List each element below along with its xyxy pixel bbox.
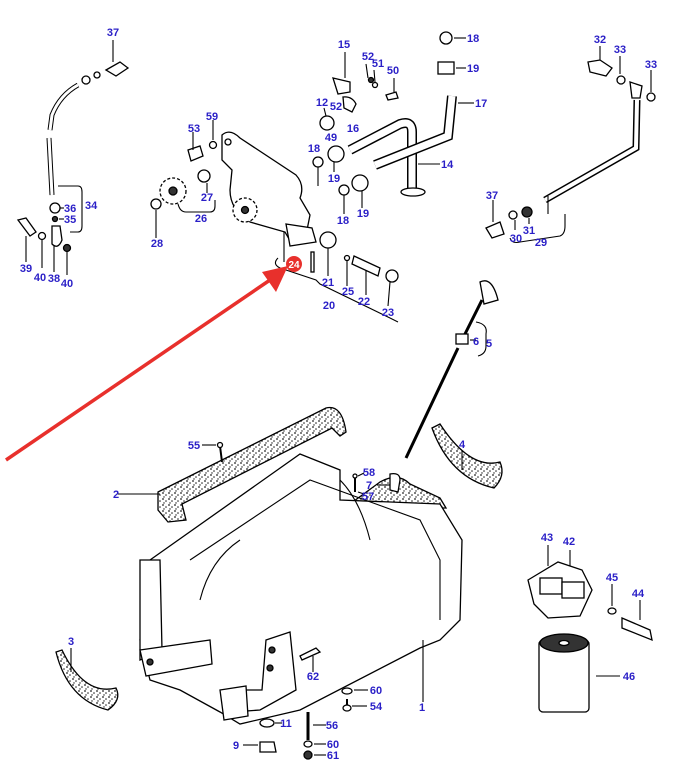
label-33[interactable]: 33	[614, 44, 626, 56]
label-7[interactable]: 7	[366, 480, 372, 492]
label-60[interactable]: 60	[370, 685, 382, 697]
dipstick-assembly	[55, 280, 503, 711]
label-34[interactable]: 34	[85, 200, 98, 212]
label-37[interactable]: 37	[107, 27, 119, 39]
label-40[interactable]: 40	[34, 272, 46, 284]
label-52[interactable]: 52	[330, 101, 342, 113]
label-9[interactable]: 9	[233, 740, 239, 752]
label-24[interactable]: 24	[288, 260, 300, 271]
oil-filter-assembly	[527, 545, 653, 713]
label-25[interactable]: 25	[342, 286, 354, 298]
label-6[interactable]: 6	[473, 336, 479, 348]
label-33[interactable]: 33	[645, 59, 657, 71]
label-30[interactable]: 30	[510, 233, 522, 245]
label-40[interactable]: 40	[61, 278, 73, 290]
label-19[interactable]: 19	[467, 63, 479, 75]
label-11[interactable]: 11	[280, 718, 292, 730]
label-14[interactable]: 14	[441, 159, 454, 171]
label-17[interactable]: 17	[475, 98, 487, 110]
label-21[interactable]: 21	[322, 277, 334, 289]
label-38[interactable]: 38	[48, 273, 60, 285]
label-60[interactable]: 60	[327, 739, 339, 751]
label-55[interactable]: 55	[188, 440, 200, 452]
sump-fasteners	[118, 441, 424, 760]
label-28[interactable]: 28	[151, 238, 163, 250]
label-20[interactable]: 20	[323, 300, 335, 312]
label-53[interactable]: 53	[188, 123, 200, 135]
label-29[interactable]: 29	[535, 237, 547, 249]
part-labels: 37 34 36 35 39 40 38 40 53 59 27 26 28 2…	[20, 27, 657, 762]
label-37[interactable]: 37	[486, 190, 498, 202]
label-51[interactable]: 51	[372, 58, 384, 70]
label-18[interactable]: 18	[337, 215, 349, 227]
label-12[interactable]: 12	[316, 97, 328, 109]
label-18[interactable]: 18	[308, 143, 320, 155]
right-oil-pipe-assembly	[485, 46, 656, 244]
label-58[interactable]: 58	[363, 467, 375, 479]
label-57[interactable]: 57	[362, 491, 374, 503]
label-15[interactable]: 15	[338, 39, 350, 51]
label-32[interactable]: 32	[594, 34, 606, 46]
label-39[interactable]: 39	[20, 263, 32, 275]
label-1[interactable]: 1	[419, 702, 425, 714]
label-5[interactable]: 5	[486, 338, 492, 350]
highlight-marker-24[interactable]: 24	[286, 256, 302, 272]
oil-pickup-pipes	[312, 31, 474, 214]
label-46[interactable]: 46	[623, 671, 635, 683]
oil-pump-assembly	[150, 120, 399, 323]
highlight-arrow	[5, 266, 288, 462]
left-oil-pipe-assembly	[16, 40, 130, 275]
label-2[interactable]: 2	[113, 489, 119, 501]
label-49[interactable]: 49	[325, 132, 337, 144]
label-27[interactable]: 27	[201, 192, 213, 204]
label-26[interactable]: 26	[195, 213, 207, 225]
label-44[interactable]: 44	[632, 588, 645, 600]
label-4[interactable]: 4	[459, 439, 466, 451]
oil-sump	[139, 406, 463, 725]
label-22[interactable]: 22	[358, 296, 370, 308]
label-56[interactable]: 56	[326, 720, 338, 732]
label-16[interactable]: 16	[347, 123, 359, 135]
label-59[interactable]: 59	[206, 111, 218, 123]
label-43[interactable]: 43	[541, 532, 553, 544]
label-31[interactable]: 31	[523, 225, 535, 237]
label-3[interactable]: 3	[68, 636, 74, 648]
label-45[interactable]: 45	[606, 572, 618, 584]
label-19[interactable]: 19	[357, 208, 369, 220]
label-35[interactable]: 35	[64, 214, 76, 226]
label-18[interactable]: 18	[467, 33, 479, 45]
label-42[interactable]: 42	[563, 536, 575, 548]
label-54[interactable]: 54	[370, 701, 383, 713]
label-52[interactable]: 52	[362, 51, 374, 63]
label-19[interactable]: 19	[328, 173, 340, 185]
label-61[interactable]: 61	[327, 750, 339, 762]
label-62[interactable]: 62	[307, 671, 319, 683]
label-36[interactable]: 36	[64, 203, 76, 215]
label-23[interactable]: 23	[382, 307, 394, 319]
label-50[interactable]: 50	[387, 65, 399, 77]
